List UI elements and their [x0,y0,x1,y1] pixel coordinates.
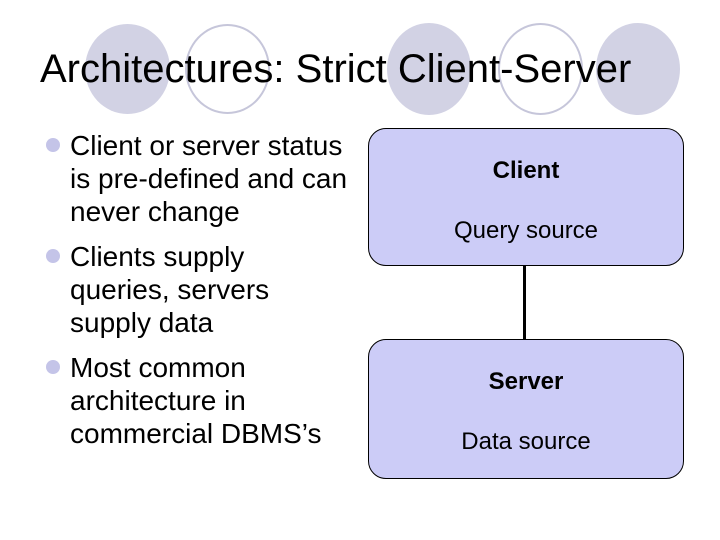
decorative-ellipse-outlined [185,24,270,114]
decorative-ellipse-filled [85,24,170,114]
bullet-item: Most common architecture in commercial D… [46,351,376,450]
server-box-sublabel: Data source [461,428,591,455]
bullet-list: Client or server status is pre-defined a… [46,129,376,462]
client-box: Client Query source [368,128,684,266]
client-box-sublabel: Query source [453,217,599,244]
decorative-ellipse-filled [596,23,680,115]
bullet-item: Client or server status is pre-defined a… [46,129,376,228]
bullet-text: Most common architecture in commercial D… [70,352,322,449]
bullet-text: Clients supply queries, servers supply d… [70,241,270,338]
decorative-ellipse-filled [387,23,471,115]
client-box-label: Client [492,157,560,184]
bullet-dot-icon [46,249,60,263]
slide-title: Architectures: Strict Client-Server [40,47,632,91]
server-box: Server Data source [368,339,684,479]
bullet-item: Clients supply queries, servers supply d… [46,240,376,339]
decorative-ellipse-outlined [498,23,583,115]
client-server-connector-line [523,266,526,340]
bullet-dot-icon [46,360,60,374]
bullet-dot-icon [46,138,60,152]
server-box-label: Server [488,368,564,395]
bullet-text: Client or server status is pre-defined a… [70,130,348,227]
